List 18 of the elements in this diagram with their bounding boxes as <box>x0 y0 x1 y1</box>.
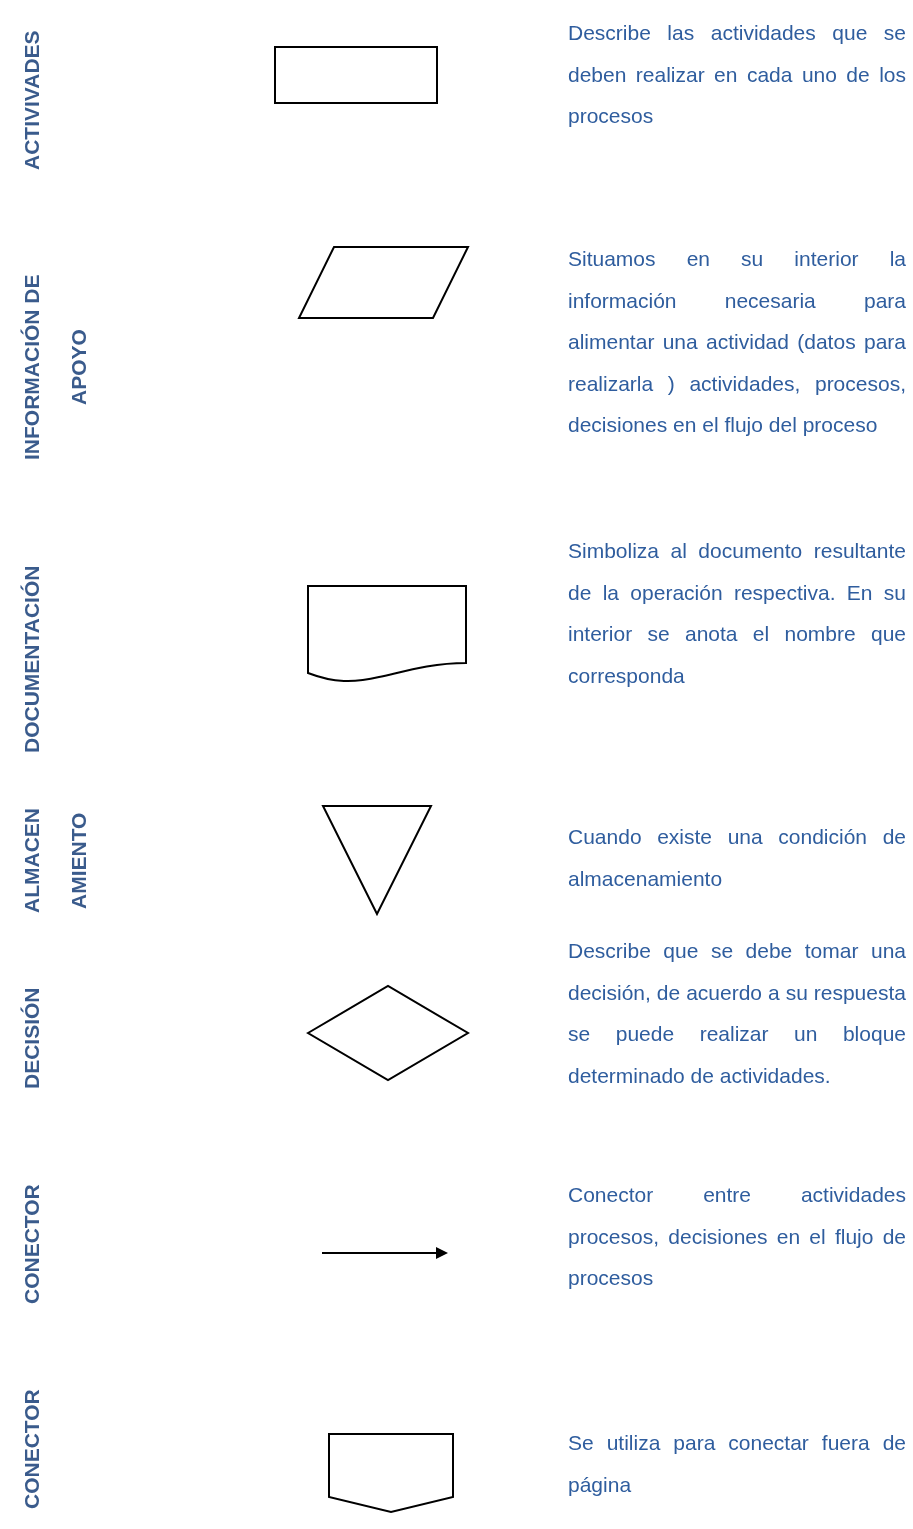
diamond-symbol <box>305 983 471 1083</box>
triangle-symbol <box>320 803 434 917</box>
box-symbol <box>272 44 440 106</box>
category-label: ALMACEN AMIENTO <box>19 807 91 915</box>
description-text: Cuando existe una condición de almacenamiento <box>568 824 906 892</box>
description-text: Describe las actividades que se deben realizar en cada uno de los procesos <box>568 20 906 129</box>
description-text: Describe que se debe tomar una decisión, de acuerdo a su respuesta se puede realizar un bloque determinado de actividades. <box>568 938 906 1089</box>
category-label: INFORMACIÓN DE APOYO <box>19 273 91 462</box>
category-label: CONECTOR <box>19 1388 44 1511</box>
description-text: Conector entre actividades procesos, decisiones en el flujo de procesos <box>568 1182 906 1291</box>
category-label: DOCUMENTACIÓN <box>19 564 44 756</box>
category-label: CONECTOR <box>19 1183 44 1307</box>
category-label: DECISIÓN <box>19 986 44 1091</box>
pentagon-symbol <box>326 1431 456 1515</box>
category-label: ACTIVIVADES <box>19 29 44 172</box>
description-text: Situamos en su interior la información necesaria para alimentar una actividad (datos para realizarla ) actividades, procesos, decisiones en el flujo del proceso <box>568 246 906 438</box>
description-text: Simboliza al documento resultante de la operación respectiva. En su interior se anota el nombre que corresponda <box>568 538 906 689</box>
description-text: Se utiliza para conectar fuera de página <box>568 1430 906 1498</box>
